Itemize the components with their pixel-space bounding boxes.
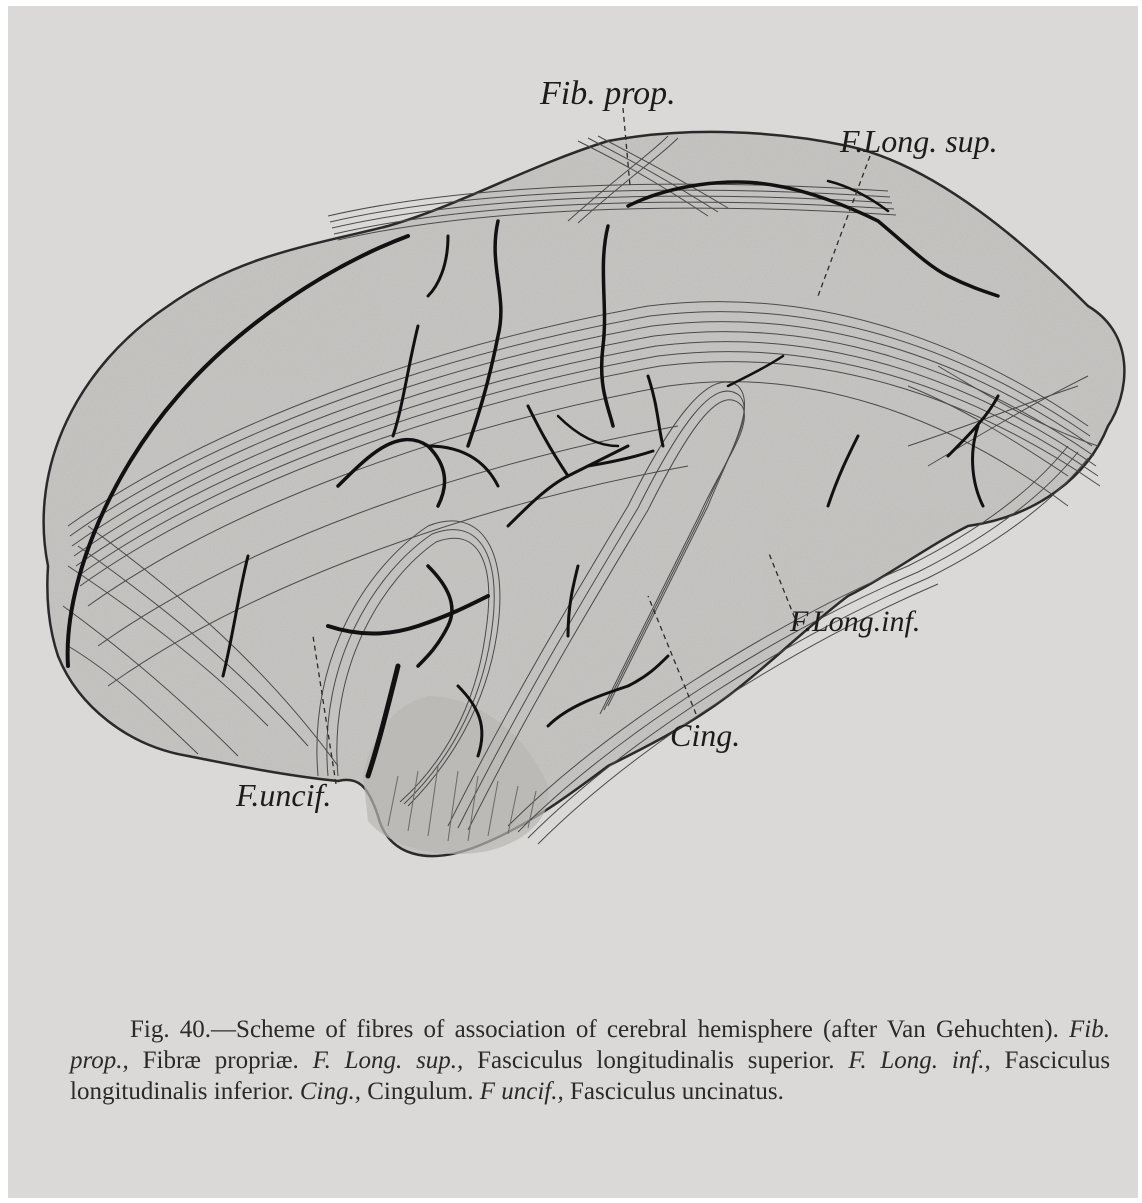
caption-abbr: F. Long. sup., <box>313 1047 464 1074</box>
caption-abbr: F. Long. inf., <box>848 1047 990 1074</box>
caption-abbr: F uncif., <box>480 1078 564 1105</box>
label-fib-prop: Fib. prop. <box>539 75 676 112</box>
caption-full: Cingulum. <box>367 1078 473 1105</box>
figure-caption: Fig. 40.—Scheme of fibres of association… <box>70 1014 1110 1107</box>
caption-full: Fibræ propriæ. <box>143 1047 299 1074</box>
caption-abbr: Cing., <box>300 1078 361 1105</box>
brain-diagram: Fib. prop. F.Long. sup. F.Long.inf. Cing… <box>8 6 1138 1006</box>
caption-full: Fasciculus uncinatus. <box>570 1078 784 1105</box>
label-f-long-inf: F.Long.inf. <box>789 605 920 638</box>
figure-plate: Fib. prop. F.Long. sup. F.Long.inf. Cing… <box>8 6 1138 1198</box>
label-f-uncif: F.uncif. <box>235 777 331 813</box>
label-f-long-sup: F.Long. sup. <box>839 123 998 159</box>
caption-prefix: Fig. 40.—Scheme of fibres of association… <box>70 1016 1059 1043</box>
caption-full: Fasciculus longitudinalis superior. <box>477 1047 834 1074</box>
label-cing: Cing. <box>670 717 740 753</box>
